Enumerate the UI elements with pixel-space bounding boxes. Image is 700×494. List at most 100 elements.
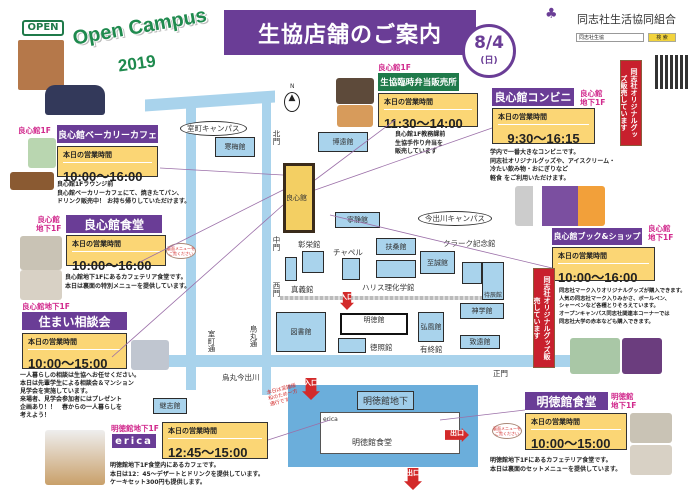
bento-photo-2 [337,105,373,127]
erica-location: 明徳館地下1F [111,424,159,433]
building-chiento: 致遠館 [460,335,500,349]
convenience-hours: 9:30〜16:15 [507,131,580,146]
snack-photo [622,338,662,374]
search-input[interactable]: 同志社生協 [576,33,644,42]
path [280,296,500,300]
building-chapel [342,258,360,280]
road-label-muromachi: 室町通 [207,330,216,353]
bakery-drink-photo [28,138,56,168]
ryoshin-dining-location: 良心館 地下1F [36,215,62,233]
bento-name: 生協臨時弁当販売所 [378,73,459,91]
hours-label: 本日の営業時間 [498,112,589,125]
bookshop-hours-box: 本日の営業時間 10:00〜16:00 [552,247,655,285]
building-harris-label: ハリス理化学館 [362,283,415,292]
date: 8/4 [474,33,504,53]
basement-title: 明徳館地下 [357,391,415,410]
entrance-marker-basement: 入口 [302,378,320,400]
gate-north: 北門 [272,130,281,145]
basement-dining-label: 明徳館食堂 [352,438,392,447]
building-tokusho [338,338,366,353]
building-shoei-label: 彰栄館 [298,240,321,249]
hours-label: 本日の営業時間 [531,417,621,430]
bento-desc: 良心館1F教務課前 生協手作り弁当を 販売しています [395,131,446,156]
goods-banner: 同志社オリジナルグッズ販売しています [533,268,555,368]
campus-imadegawa-label: 今出川キャンパス [418,211,492,226]
qr-code-icon [655,55,689,89]
housing-photo [131,340,169,370]
ice-cream-photo [45,430,105,485]
meitoku-dining-location: 明徳館 地下1F [611,392,637,410]
housing-hours: 10:00〜15:00 [28,356,108,371]
building-shingaku: 神学館 [460,303,504,319]
search-button[interactable]: 検 索 [648,33,676,42]
convenience-hours-box: 本日の営業時間 9:30〜16:15 [492,108,595,146]
north-label: N [290,83,295,90]
building-chapel-label: チャペル [333,248,363,257]
org-name: 同志社生活協同組合 [577,13,676,26]
housing-location: 良心館地下1F [22,302,70,311]
hours-label: 本日の営業時間 [558,251,649,264]
bakery-hours: 10:00〜16:00 [63,169,143,184]
ryoshin-dining-photo-2 [20,270,62,300]
bento-hours-box: 本日の営業時間 11:30〜14:00 [378,93,478,131]
building-library: 図書館 [276,312,326,352]
housing-hours-box: 本日の営業時間 10:00〜15:00 [22,333,127,371]
bento-photo [336,78,374,104]
bakery-location: 良心館1F [18,126,51,135]
campus-muromachi-label: 室町キャンパス [180,121,247,136]
ryoshin-dining-name: 良心館食堂 [66,215,162,233]
bakery-name: 良心館ベーカリーカフェ [57,125,158,143]
convenience-desc: 学内で一番大きなコンビニです。 同志社オリジナルグッズや、アイスクリーム・ 冷た… [490,149,616,183]
goods-banner: 同志社オリジナルグッズ販売しています [620,60,642,146]
hours-label: 本日の営業時間 [168,426,262,439]
building-kanbai: 寒梅館 [215,137,255,157]
bakery-desc: 良心館1Fラウンジ前 良心館ベーカリーカフェにて、焼きたてパン、 ドリンク販売中… [57,181,191,206]
building-keishi: 継志館 [153,398,187,414]
road-karasuma [262,95,271,395]
page-title: 生協店舗のご案内 [224,10,476,55]
gate-middle: 中門 [272,236,281,251]
building-shoei [302,251,324,273]
building-harris [376,260,416,278]
hours-label: 本日の営業時間 [28,337,121,350]
exit-marker-south: 出口 [404,468,422,490]
meitoku-dining-hours-box: 本日の営業時間 10:00〜15:00 [525,413,627,451]
bakery-sandwich-photo [10,172,54,190]
meitoku-dining-hours: 10:00〜15:00 [531,436,611,451]
weekday: (日) [480,56,498,66]
menu-sign: 裏面メニューをご覧ください [492,423,522,439]
building-shingi [285,257,297,281]
building-jiryo: 待辰館 [482,262,504,300]
students-illustration [45,85,105,115]
menu-sign: 裏面メニューをご覧ください [166,243,196,259]
building-hakuen: 博遠館 [318,132,368,152]
housing-desc: 一人暮らしの相談は生協へお任せください。 本日は先輩学生による相談会＆マンション… [20,372,141,420]
goods-photo [515,186,605,226]
erica-hours: 12:45〜15:00 [168,445,248,460]
building-clark [462,262,482,284]
meitoku-dining-name: 明徳館食堂 [525,392,608,410]
bookshop-name: 良心館ブック&ショップ [552,228,642,245]
building-ryoshin: 良心館 [283,163,315,233]
basement-dining-area [320,412,460,454]
erica-name: erica [112,434,156,448]
gate-west: 西門 [272,282,281,297]
road-imadegawa [147,355,587,367]
building-fuso: 扶桑館 [376,238,416,255]
bakery-hours-box: 本日の営業時間 10:00〜16:00 [57,146,158,184]
meitoku-dining-photo-2 [630,445,672,475]
hours-label: 本日の営業時間 [72,239,160,252]
gate-main: 正門 [493,369,508,378]
building-tokusho-label: 徳照館 [370,343,393,352]
bookshop-hours: 10:00〜16:00 [558,270,638,285]
hours-label: 本日の営業時間 [384,97,472,110]
building-kofu: 弘風館 [418,312,444,342]
bento-hours: 11:30〜14:00 [384,116,463,131]
building-meitoku: 明徳館 [340,313,408,335]
ryoshin-dining-desc: 良心館地下1Fにあるカフェテリア食堂です。 本日は裏面の特別メニューを提供してい… [65,274,191,290]
hours-label: 本日の営業時間 [63,150,152,163]
north-compass-icon: ▲ [284,92,300,112]
date-badge: 8/4 (日) [462,24,516,78]
building-shisei: 至誠館 [420,251,455,274]
